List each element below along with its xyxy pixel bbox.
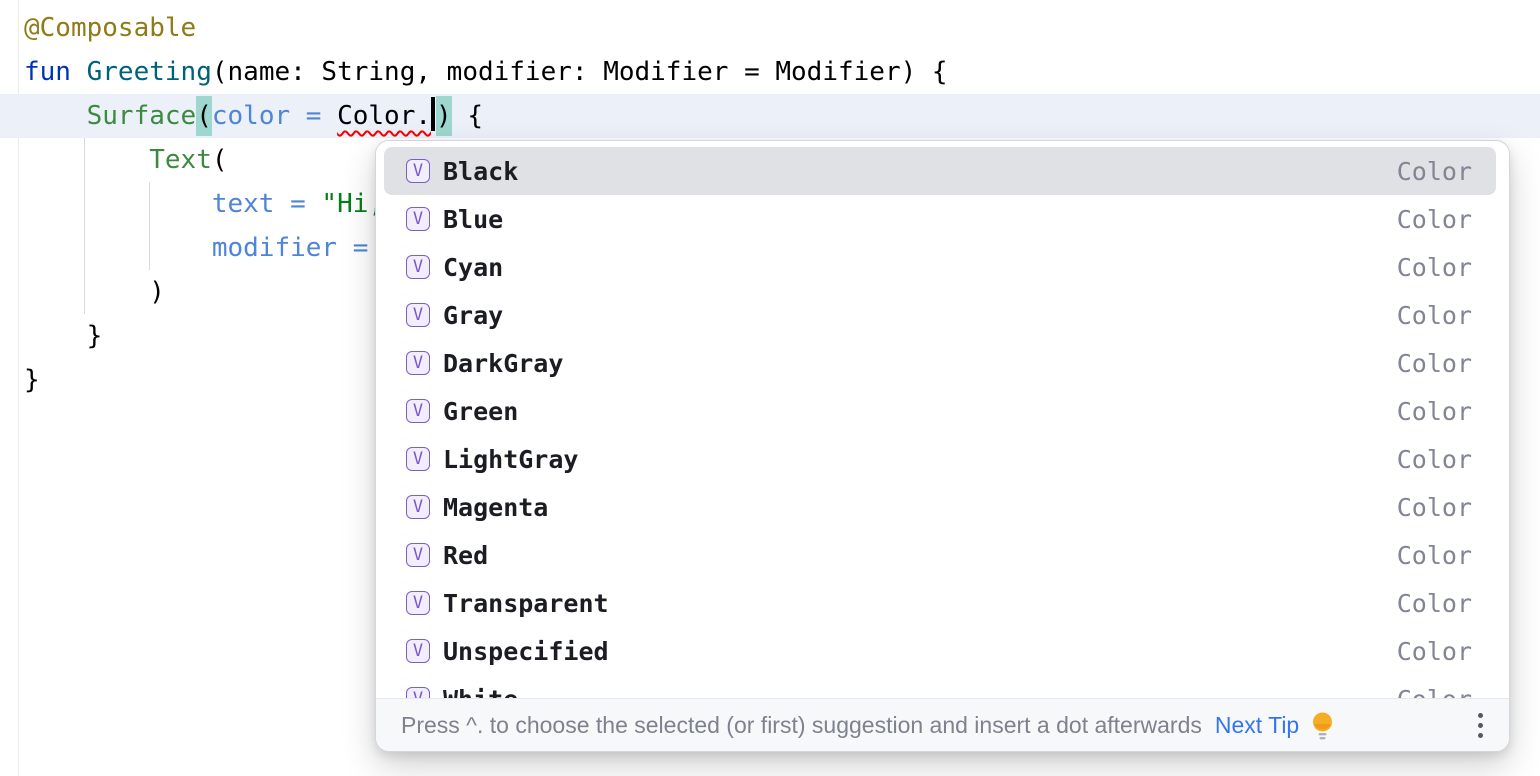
gutter-separator-line: [18, 0, 19, 776]
completion-item-label: Unspecified: [443, 636, 609, 666]
indent-guide: [84, 138, 85, 314]
code-token-plain: [24, 101, 87, 131]
completion-item-red[interactable]: V Red Color: [376, 531, 1509, 579]
code-line[interactable]: }: [0, 358, 1540, 402]
code-token-plain: [24, 189, 212, 219]
completion-item-cyan[interactable]: V Cyan Color: [376, 243, 1509, 291]
variable-icon: V: [406, 495, 430, 519]
completion-item-darkgray[interactable]: V DarkGray Color: [376, 339, 1509, 387]
completion-item-type: Color: [1396, 348, 1472, 378]
code-line[interactable]: Text(: [0, 138, 1540, 182]
completion-item-label: DarkGray: [443, 348, 564, 378]
completion-item-blue[interactable]: V Blue Color: [376, 195, 1509, 243]
variable-icon: V: [406, 543, 430, 567]
completion-item-unspecified[interactable]: V Unspecified Color: [376, 627, 1509, 675]
hint-text: Press ^. to choose the selected (or firs…: [401, 711, 1202, 738]
code-token-named_arg: text =: [211, 189, 322, 219]
code-token-function: Greeting: [86, 57, 212, 87]
code-token-string: "Hi,: [321, 189, 385, 219]
variable-icon: V: [406, 591, 430, 615]
completion-item-label: Magenta: [443, 492, 549, 522]
code-line[interactable]: modifier =: [0, 226, 1540, 270]
code-token-plain: [24, 233, 212, 263]
completion-item-label: Red: [443, 540, 489, 570]
completion-item-type: Color: [1396, 252, 1472, 282]
code-token-plain: ): [436, 96, 452, 136]
completion-item-label: Gray: [443, 300, 504, 330]
completion-item-type: Color: [1396, 444, 1472, 474]
variable-icon: V: [406, 303, 430, 327]
completion-item-type: Color: [1396, 636, 1472, 666]
completion-item-label: LightGray: [443, 444, 579, 474]
completion-item-green[interactable]: V Green Color: [376, 387, 1509, 435]
completion-item-transparent[interactable]: V Transparent Color: [376, 579, 1509, 627]
code-token-composable: Surface: [86, 101, 197, 131]
code-line[interactable]: fun Greeting(name: String, modifier: Mod…: [0, 50, 1540, 94]
completion-hint-bar: Press ^. to choose the selected (or firs…: [376, 698, 1509, 751]
next-tip-link[interactable]: Next Tip: [1214, 711, 1300, 738]
completion-item-label: Black: [443, 156, 519, 186]
code-token-plain: (: [196, 96, 212, 136]
completion-item-type: Color: [1396, 588, 1472, 618]
code-token-error: Color.: [337, 101, 432, 131]
code-token-plain: {: [451, 101, 483, 131]
completion-item-type: Color: [1396, 156, 1472, 186]
code-line[interactable]: ): [0, 270, 1540, 314]
text-caret: [431, 97, 436, 131]
code-token-plain: (name: String, modifier: Modifier = Modi…: [211, 57, 948, 87]
code-token-plain: ): [24, 277, 165, 307]
code-editor[interactable]: @Composable fun Greeting(name: String, mo…: [0, 6, 1540, 402]
code-token-keyword: fun: [24, 57, 87, 87]
code-token-plain: (: [211, 145, 228, 175]
code-line[interactable]: Surface(color = Color.) {: [0, 94, 1540, 138]
completion-item-gray[interactable]: V Gray Color: [376, 291, 1509, 339]
completion-item-type: Color: [1396, 492, 1472, 522]
completion-item-type: Color: [1396, 540, 1472, 570]
variable-icon: V: [406, 351, 430, 375]
variable-icon: V: [406, 399, 430, 423]
code-token-named_arg: color =: [211, 101, 338, 131]
completion-item-magenta[interactable]: V Magenta Color: [376, 483, 1509, 531]
completion-item-type: Color: [1396, 204, 1472, 234]
indent-guide: [149, 182, 150, 270]
variable-icon: V: [406, 255, 430, 279]
code-token-plain: }: [24, 321, 103, 351]
lightbulb-icon[interactable]: [1309, 711, 1336, 740]
variable-icon: V: [406, 447, 430, 471]
completion-item-black[interactable]: V Black Color: [384, 147, 1496, 195]
completion-item-label: Cyan: [443, 252, 504, 282]
code-line[interactable]: @Composable: [0, 6, 1540, 50]
completion-item-type: Color: [1396, 300, 1472, 330]
code-token-annotation: @Composable: [24, 13, 197, 43]
completion-item-label: Green: [443, 396, 519, 426]
completion-item-label: Blue: [443, 204, 504, 234]
code-token-plain: [24, 145, 149, 175]
code-line[interactable]: }: [0, 314, 1540, 358]
completion-item-label: Transparent: [443, 588, 609, 618]
more-options-icon[interactable]: [1474, 709, 1487, 742]
code-token-plain: }: [24, 365, 40, 395]
variable-icon: V: [406, 639, 430, 663]
completion-item-type: Color: [1396, 396, 1472, 426]
code-token-composable: Text: [149, 145, 212, 175]
variable-icon: V: [406, 207, 430, 231]
variable-icon: V: [406, 159, 430, 183]
code-token-named_arg: modifier =: [211, 233, 385, 263]
completion-item-lightgray[interactable]: V LightGray Color: [376, 435, 1509, 483]
code-line[interactable]: text = "Hi,: [0, 182, 1540, 226]
